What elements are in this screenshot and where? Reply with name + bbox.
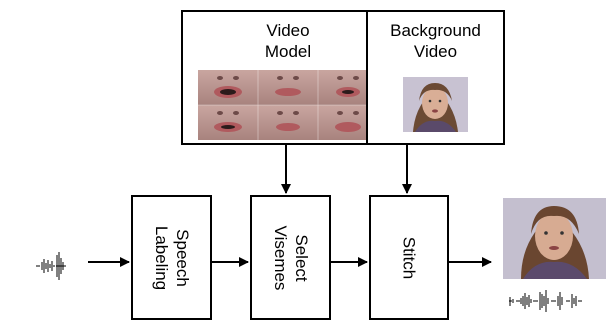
background-video-label: Background Video <box>390 21 481 61</box>
output-face-image <box>503 198 606 279</box>
background-face-image <box>403 77 468 132</box>
video-model-box: Video Model <box>181 10 395 145</box>
video-model-label: Video Model <box>264 21 312 61</box>
background-video-box: Background Video <box>366 10 505 145</box>
stitch-box: Stitch <box>369 195 449 320</box>
select-visemes-box: Select Visemes <box>250 195 331 320</box>
output-audio-waveform-icon <box>509 290 582 312</box>
mouth-frames-image <box>198 70 378 140</box>
input-audio-waveform-icon <box>36 252 66 280</box>
speech-labeling-box: Speech Labeling <box>131 195 212 320</box>
